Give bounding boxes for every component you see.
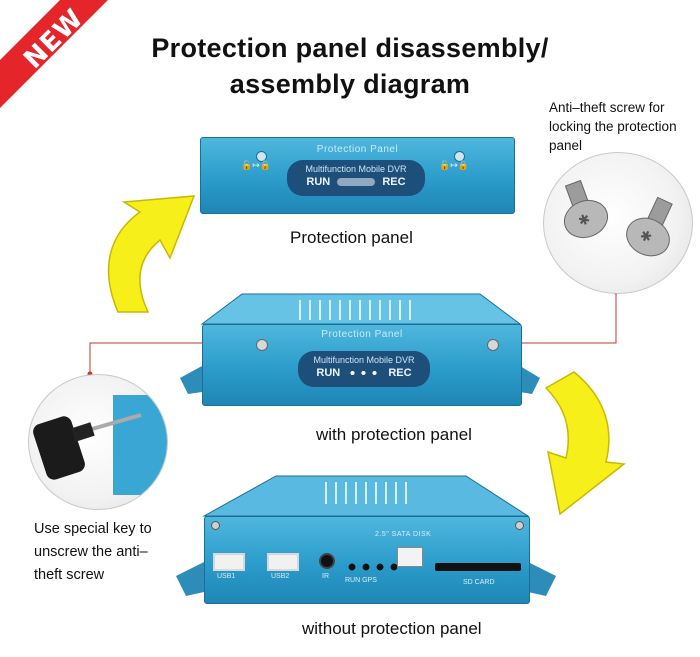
sd-card-label: SD CARD	[463, 579, 495, 586]
device-with-panel-image: Protection Panel Multifunction Mobile DV…	[180, 292, 540, 410]
sata-label: 2.5" SATA DISK	[375, 531, 432, 538]
screw-note-line-3: panel	[549, 138, 583, 153]
indicator-slot	[337, 178, 376, 187]
lock-icon-right: 🔓↦🔒	[439, 160, 469, 170]
led-indicators	[345, 563, 397, 571]
usb1-port	[213, 553, 245, 571]
status-pill: Multifunction Mobile DVR RUN REC	[287, 160, 425, 196]
new-ribbon-badge	[0, 0, 130, 130]
usb1-label: USB1	[217, 573, 236, 580]
run-label-2: RUN	[316, 367, 341, 379]
panel-name-label-2: Protection Panel	[321, 329, 403, 340]
usb2-label: USB2	[271, 573, 290, 580]
screw-hole-left	[256, 151, 267, 162]
lock-icon-left: 🔓↦🔒	[241, 160, 271, 170]
screw-hole-right	[454, 151, 465, 162]
page-title: Protection panel disassembly/ assembly d…	[0, 30, 700, 102]
key-note: Use special key to unscrew the anti– the…	[34, 518, 152, 587]
run-label: RUN	[306, 176, 331, 188]
key-note-line-1: Use special key to	[34, 521, 152, 537]
corner-screw	[515, 521, 524, 530]
rec-label-2: REC	[388, 367, 412, 379]
device-without-panel-image: USB1 USB2 IR RUN GPS 2.5" SATA DISK SD C…	[176, 474, 556, 606]
key-note-line-3: theft screw	[34, 567, 105, 583]
ir-sensor	[319, 553, 335, 569]
panel-name-label: Protection Panel	[316, 144, 399, 155]
status-pill-2: Multifunction Mobile DVR RUN REC	[298, 351, 430, 387]
ribbon-shape	[0, 0, 108, 108]
screws-illustration: ✱ ✱	[563, 179, 673, 257]
front-face-open: USB1 USB2 IR RUN GPS 2.5" SATA DISK SD C…	[204, 516, 530, 604]
up-arrow	[107, 195, 196, 313]
product-name-label: Multifunction Mobile DVR	[305, 164, 407, 174]
protection-panel-image: Protection Panel 🔓↦🔒 🔓↦🔒 Multifunction M…	[200, 137, 515, 214]
corner-screw	[211, 521, 220, 530]
product-name-label-2: Multifunction Mobile DVR	[313, 355, 415, 365]
screw-note-line-1: Anti–theft screw for	[549, 100, 665, 115]
screw-left	[256, 339, 268, 351]
usb2-port	[267, 553, 299, 571]
title-line-1: Protection panel disassembly/	[151, 33, 549, 63]
screw-note-line-2: locking the protection	[549, 119, 677, 134]
down-arrow	[544, 371, 626, 516]
screw-note: Anti–theft screw for locking the protect…	[549, 98, 677, 155]
caption-without-panel: without protection panel	[302, 619, 482, 638]
key-note-line-2: unscrew the anti–	[34, 544, 148, 560]
key-closeup-circle	[28, 374, 168, 510]
screw-closeup-circle: ✱ ✱	[543, 152, 693, 294]
svg-text:✱: ✱	[576, 210, 592, 229]
sd-card-slot	[435, 563, 521, 571]
sata-connector	[397, 547, 423, 567]
key-leader-line	[89, 342, 257, 372]
caption-with-panel: with protection panel	[316, 425, 472, 444]
front-face: Protection Panel Multifunction Mobile DV…	[202, 324, 522, 406]
ir-label: IR	[322, 573, 329, 580]
screw-leader-line	[486, 294, 617, 344]
run-gps-label: RUN GPS	[345, 577, 377, 584]
title-line-2: assembly diagram	[229, 69, 471, 99]
caption-protection-panel: Protection panel	[290, 228, 413, 247]
key-illustration	[33, 395, 167, 495]
led-dots	[347, 369, 382, 378]
screw-right	[487, 339, 499, 351]
rec-label: REC	[382, 176, 406, 188]
